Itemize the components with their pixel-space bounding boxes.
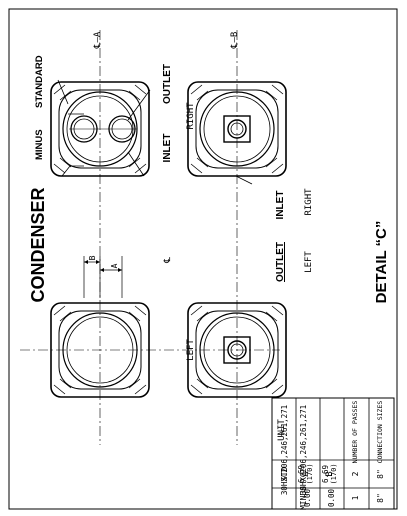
table-row-minus-passes: 1: [351, 495, 360, 500]
table-row-minus-a: 0.00: [303, 488, 312, 507]
table-row-std-a: 6.69: [297, 465, 306, 483]
table-row-std-passes: 2: [351, 471, 360, 476]
table-row-minus-unit: 30HXC206,246,261,271: [299, 405, 308, 495]
centerline-label-b: ℄—B: [230, 32, 240, 50]
label-minus: MINUS: [34, 129, 45, 160]
flange-minus-left: [187, 302, 287, 398]
drawing-frame: [8, 8, 398, 510]
dim-label-a: A: [110, 263, 119, 268]
centerline-label-a: ℄—A: [93, 31, 103, 49]
label-side-std-left: LEFT: [186, 339, 196, 361]
table-header-unit: UNIT: [277, 419, 287, 441]
table-row-minus-sizes: 8": [376, 493, 385, 503]
label-side-std-right: RIGHT: [186, 102, 196, 130]
table-row-std-b-mm: (170): [330, 463, 338, 484]
dim-label-b: B: [88, 255, 97, 260]
label-inlet-std: INLET: [162, 134, 173, 163]
centerline-label-cl: ℄: [163, 257, 173, 264]
table-row-std-sizes: 8": [376, 469, 385, 479]
table-header-a: A: [301, 471, 311, 477]
connection-table: [271, 397, 395, 510]
label-outlet-left: OUTLET: [275, 242, 286, 282]
table-header-sizes: CONNECTION SIZES: [376, 401, 384, 464]
table-row-std-b: 6.69: [321, 465, 330, 483]
table-header-b: B: [325, 471, 335, 476]
table-row-std-unit: 30HXC206,246,261,271: [280, 405, 289, 495]
label-inlet-right: INLET: [275, 191, 286, 220]
flange-minus-right: [187, 81, 287, 177]
table-header-passes: NUMBER OF PASSES: [351, 401, 359, 464]
detail-label: DETAIL “C”: [373, 221, 390, 304]
table-row-minus-type: MINUS: [299, 486, 308, 510]
leader-lines: [57, 79, 253, 185]
title: CONDENSER: [28, 187, 48, 302]
table-row-std-type: STD: [280, 467, 289, 482]
table-row-std-a-mm: (170): [306, 463, 314, 484]
dimension-lines: [83, 256, 123, 298]
flange-std-right: [50, 81, 150, 177]
label-outlet-std: OUTLET: [162, 64, 173, 104]
label-standard: STANDARD: [34, 55, 45, 108]
table-row-minus-b: 0.00: [327, 488, 336, 507]
label-side-minus-right: RIGHT: [304, 188, 314, 216]
label-side-minus-left: LEFT: [304, 251, 314, 273]
